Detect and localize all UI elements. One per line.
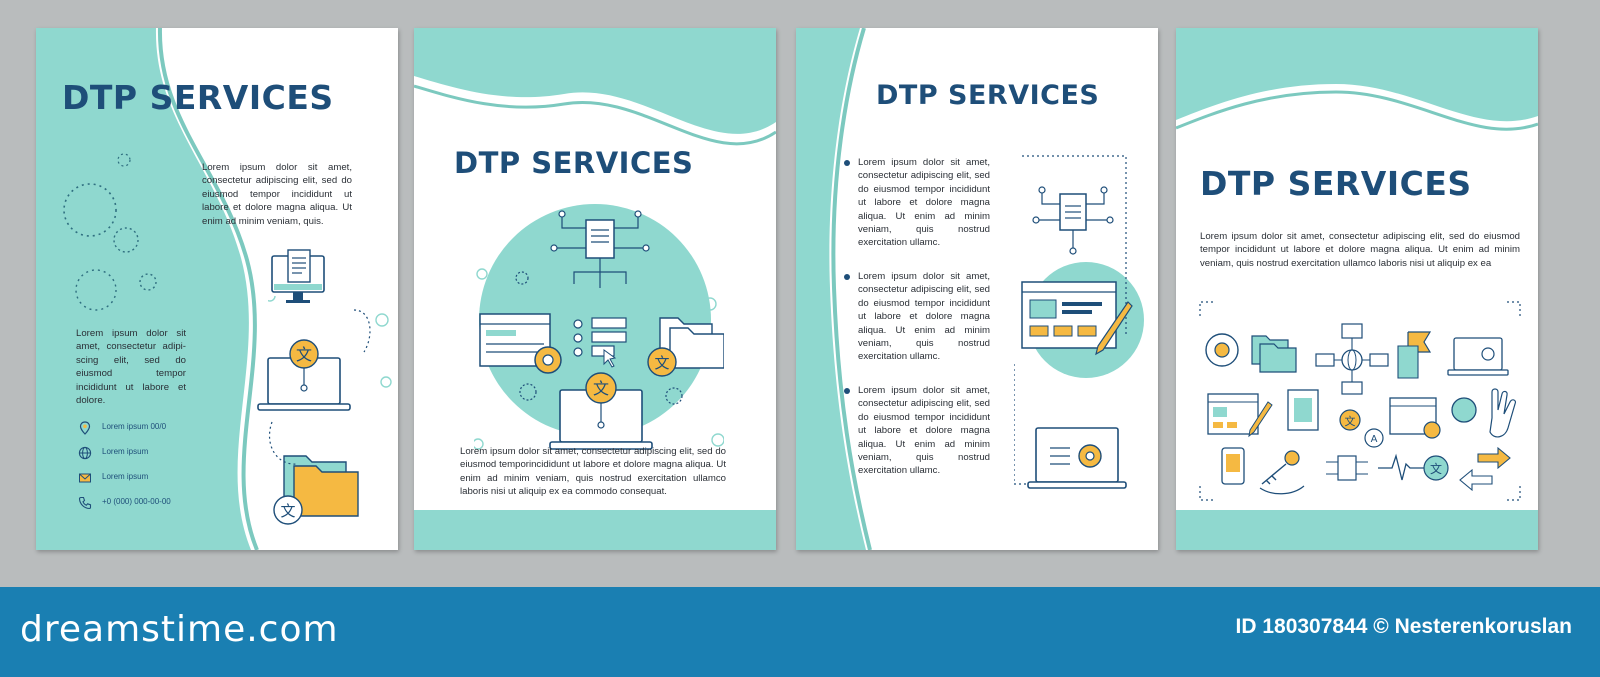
- page3-bullet-1-text: Lorem ipsum dolor sit amet, consectetur …: [858, 157, 990, 249]
- page3-bullet-3: Lorem ipsum dolor sit amet, consectetur …: [844, 384, 990, 478]
- svg-text:文: 文: [1430, 461, 1442, 476]
- brochure-page-1: DTP SERVICES Lorem ipsum dolor sit amet,…: [36, 28, 398, 550]
- svg-text:A: A: [1371, 434, 1378, 445]
- page3-bullet-1: Lorem ipsum dolor sit amet, consectetur …: [844, 156, 990, 250]
- svg-text:文: 文: [296, 345, 312, 364]
- page1-background-shape: [36, 28, 259, 550]
- bullet-dot: [844, 160, 850, 166]
- laptop-translate-icon: 文: [257, 339, 351, 411]
- bullet-dot: [844, 274, 850, 280]
- page2-paragraph: Lorem ipsum dolor sit amet, consectetur …: [460, 446, 726, 498]
- svg-text:文: 文: [654, 354, 669, 372]
- stock-footer-bar: dreamstime.com ID 180307844 © Nesterenko…: [0, 587, 1600, 677]
- page4-icon-collage: 文 A 文: [1199, 301, 1521, 501]
- page1-secondary-paragraph: Lorem ipsum dolor sit amet, consectetur …: [76, 328, 186, 407]
- svg-text:文: 文: [280, 502, 295, 520]
- contact-email-label: Lorem ipsum: [102, 472, 149, 481]
- page4-paragraph: Lorem ipsum dolor sit amet, consectetur …: [1200, 231, 1520, 269]
- page3-bullet-2: Lorem ipsum dolor sit amet, consectetur …: [844, 270, 990, 364]
- contact-phone-label: +0 (000) 000-00-00: [102, 497, 171, 506]
- phone-icon: [78, 496, 92, 510]
- page1-title: DTP SERVICES: [62, 78, 334, 117]
- dtp-network-illustration: 文 文: [474, 210, 724, 450]
- brochure-page-2: DTP SERVICES: [414, 28, 776, 550]
- page3-bullet-2-text: Lorem ipsum dolor sit amet, consectetur …: [858, 271, 990, 363]
- contact-address-label: Lorem ipsum 00/0: [102, 422, 167, 431]
- page4-title: DTP SERVICES: [1200, 164, 1472, 203]
- connector-dashed-lines: [268, 296, 392, 465]
- brochure-page-3: DTP SERVICES Lorem ipsum dolor sit amet,…: [796, 28, 1158, 550]
- contact-website-label: Lorem ipsum: [102, 447, 149, 456]
- page3-title: DTP SERVICES: [876, 80, 1100, 111]
- page3-illustration-column: [1014, 155, 1133, 489]
- svg-text:文: 文: [1345, 414, 1356, 428]
- globe-icon: [78, 446, 92, 460]
- location-pin-icon: [79, 421, 91, 435]
- envelope-icon: [79, 473, 91, 483]
- page3-bullet-3-text: Lorem ipsum dolor sit amet, consectetur …: [858, 385, 990, 477]
- dreamstime-brand: dreamstime.com: [20, 609, 339, 650]
- page1-intro-paragraph: Lorem ipsum dolor sit amet, consectetur …: [202, 162, 352, 227]
- page2-title: DTP SERVICES: [454, 146, 694, 180]
- bullet-dot: [844, 388, 850, 394]
- folders-translate-icon: 文: [273, 455, 359, 525]
- brochure-page-4: DTP SERVICES Lorem ipsum dolor sit amet,…: [1176, 28, 1538, 550]
- svg-text:文: 文: [593, 379, 609, 398]
- page4-background-shape: [1176, 28, 1538, 550]
- monitor-document-icon: [271, 249, 325, 303]
- stock-image-id: ID 180307844 © Nesterenkoruslan: [1235, 615, 1573, 638]
